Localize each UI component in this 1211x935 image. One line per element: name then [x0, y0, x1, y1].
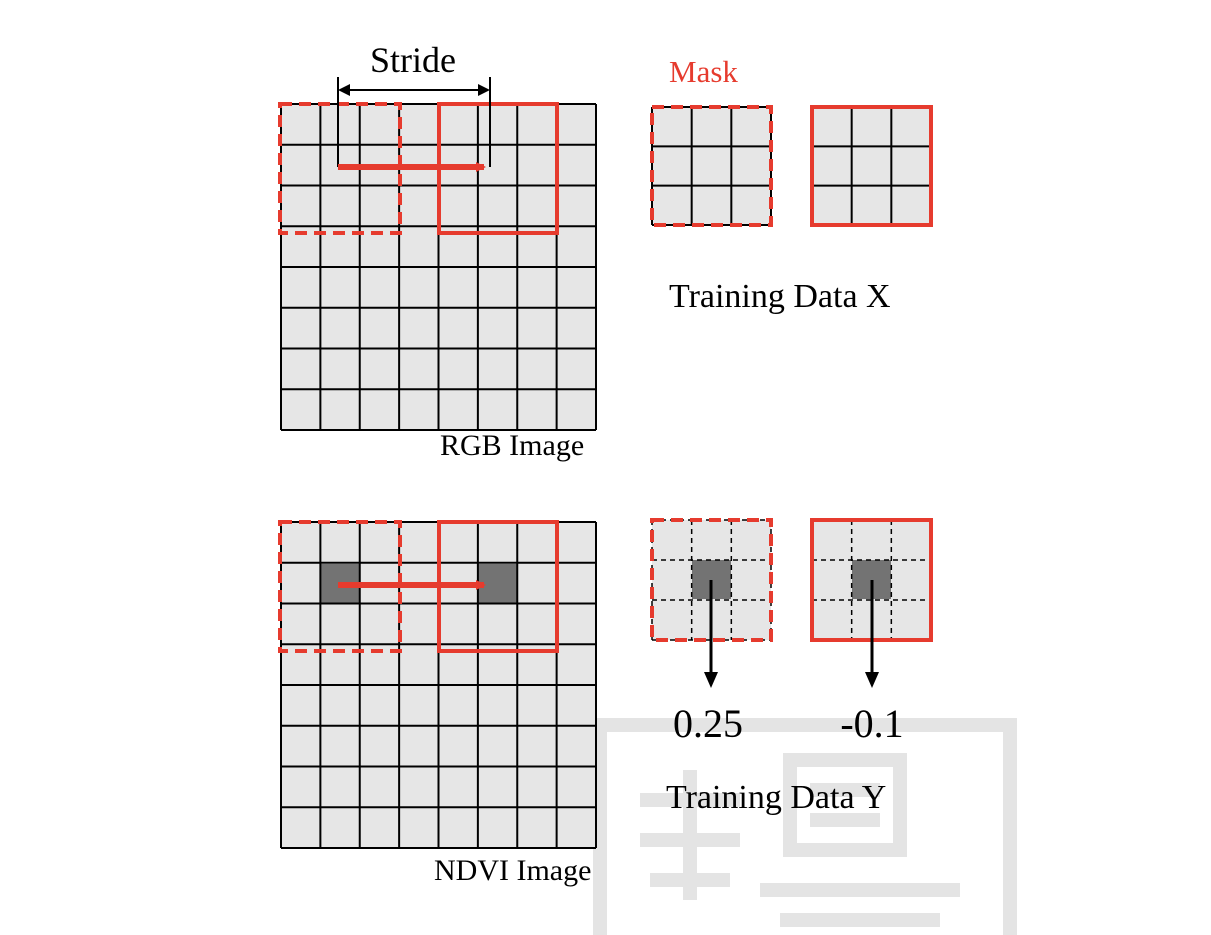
down-arrow-dashed	[704, 580, 718, 688]
training-data-x-label: Training Data X	[669, 278, 891, 315]
ndvi-image-label: NDVI Image	[434, 854, 591, 887]
watermark-seal	[593, 718, 1017, 935]
mask-dashed-ndvi	[278, 520, 402, 653]
training-data-y-label: Training Data Y	[666, 779, 886, 816]
mask-dashed-rgb	[278, 102, 402, 235]
stride-bracket	[337, 77, 491, 167]
value-solid-window: -0.1	[840, 701, 903, 746]
mask-label: Mask	[669, 54, 738, 89]
value-dashed-window: 0.25	[673, 701, 743, 746]
training-x-mask-solid	[810, 105, 933, 227]
stride-label: Stride	[370, 40, 456, 80]
rgb-image-label: RGB Image	[440, 429, 584, 462]
down-arrow-solid	[865, 580, 879, 688]
training-x-mask-dashed	[650, 105, 773, 227]
